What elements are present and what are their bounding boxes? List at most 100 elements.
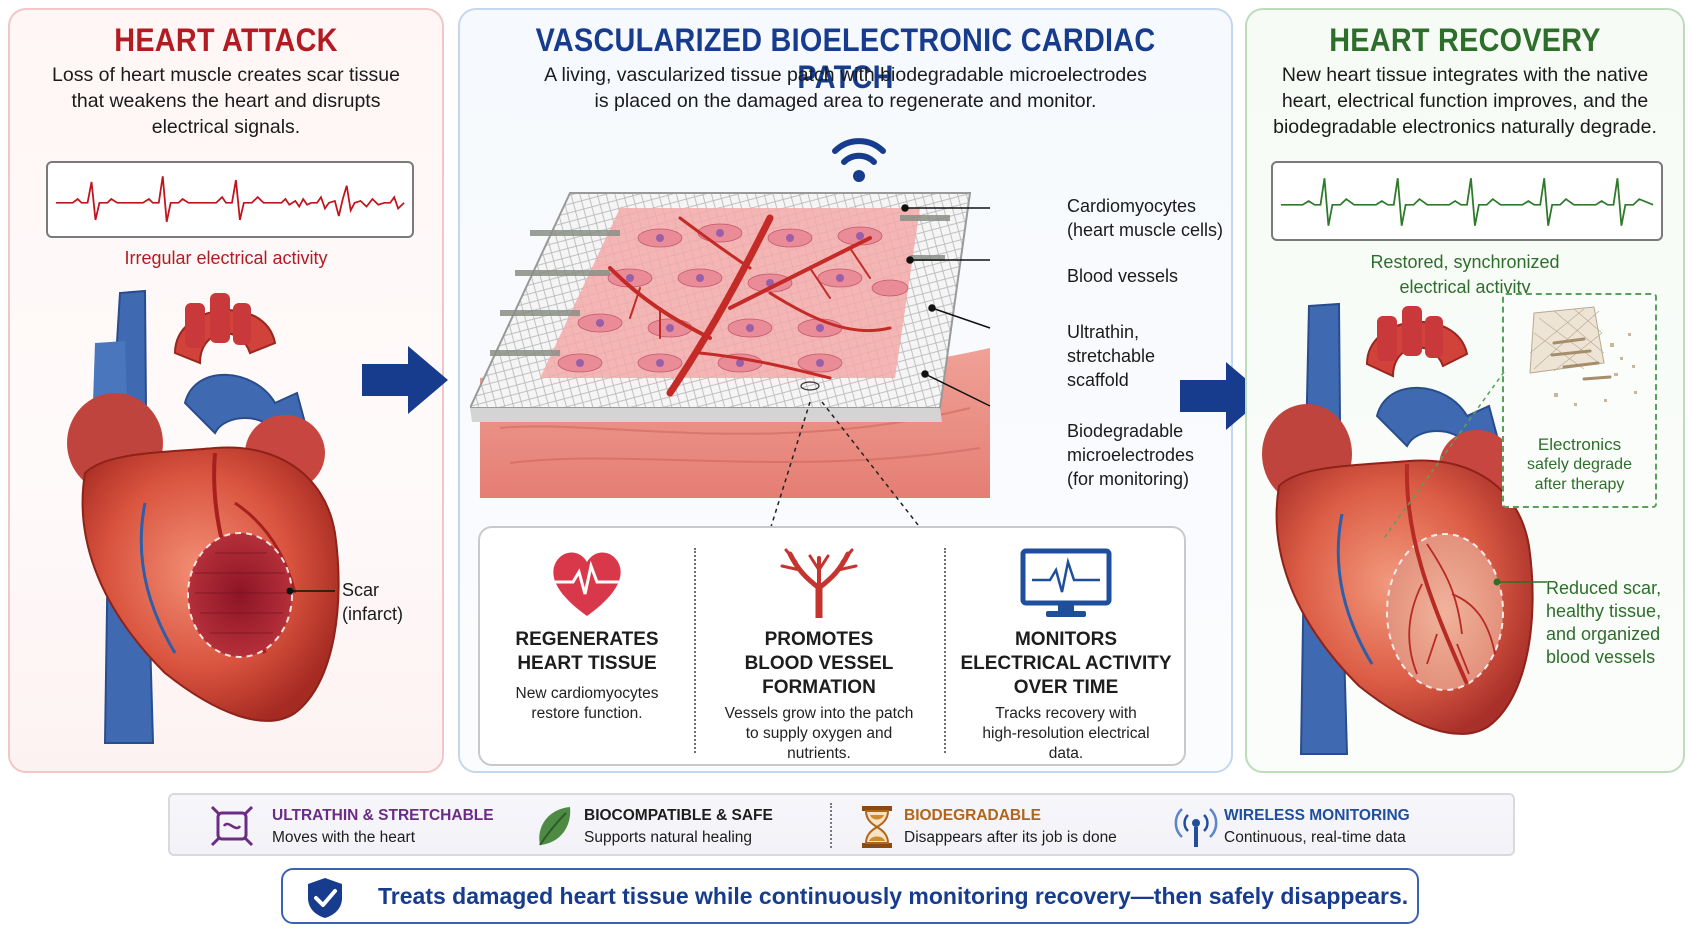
title-line: REGENERATES xyxy=(515,629,659,650)
irregular-ecg-trace xyxy=(46,161,414,238)
text-line: nutrients. xyxy=(787,745,851,762)
property-title: BIOCOMPATIBLE & SAFE xyxy=(584,807,773,824)
label-line: after therapy xyxy=(1534,476,1625,493)
feature-text: Tracks recovery with high-resolution ele… xyxy=(944,704,1188,764)
properties-strip: ULTRATHIN & STRETCHABLE Moves with the h… xyxy=(168,793,1515,856)
hourglass-icon xyxy=(862,806,892,848)
scar-region xyxy=(187,532,293,658)
degrading-electronics-icon xyxy=(1529,306,1637,406)
heart-ecg-icon xyxy=(553,552,621,616)
label-line: Cardiomyocytes xyxy=(1067,196,1197,216)
text-line: data. xyxy=(1048,745,1084,762)
property-stretchable: ULTRATHIN & STRETCHABLE Moves with the h… xyxy=(170,795,512,854)
title-line: BLOOD VESSEL xyxy=(744,653,894,674)
arrow-right-icon xyxy=(1180,362,1266,430)
degrade-label: Electronics safely degrade after therapy xyxy=(1504,435,1655,495)
zoom-connector xyxy=(770,401,923,531)
text-line: Tracks recovery with xyxy=(995,705,1137,722)
label-line: Blood vessels xyxy=(1067,266,1179,286)
title-line: OVER TIME xyxy=(1013,677,1119,698)
feature-title: REGENERATES HEART TISSUE xyxy=(480,628,694,676)
leaf-icon xyxy=(539,807,571,846)
desc-line: biodegradable electronics naturally degr… xyxy=(1273,116,1657,138)
divider xyxy=(830,803,832,848)
property-subtitle: Continuous, real-time data xyxy=(1224,829,1406,846)
label-line: healthy tissue, xyxy=(1546,601,1662,621)
wireless-icon xyxy=(1174,808,1218,847)
divider xyxy=(694,548,696,753)
caption-line: Restored, synchronized xyxy=(1370,252,1560,272)
label-line: and organized xyxy=(1546,624,1661,644)
feature-monitors: MONITORS ELECTRICAL ACTIVITY OVER TIME T… xyxy=(944,528,1188,764)
feature-title: MONITORS ELECTRICAL ACTIVITY OVER TIME xyxy=(944,628,1188,700)
property-title: ULTRATHIN & STRETCHABLE xyxy=(272,807,494,824)
label-line: Ultrathin, xyxy=(1067,322,1140,342)
desc-line: Loss of heart muscle creates scar tissue xyxy=(52,64,400,86)
desc-line: heart, electrical function improves, and… xyxy=(1281,90,1649,112)
degrade-inset: Electronics safely degrade after therapy xyxy=(1502,293,1657,508)
summary-text: Treats damaged heart tissue while contin… xyxy=(378,883,1409,909)
panel-title: HEART RECOVERY xyxy=(1329,22,1601,58)
title-line: PROMOTES xyxy=(764,629,874,650)
feature-vessels: PROMOTES BLOOD VESSEL FORMATION Vessels … xyxy=(694,528,944,764)
label-line: Reduced scar, xyxy=(1546,578,1662,598)
recovery-label: Reduced scar, healthy tissue, and organi… xyxy=(1546,577,1661,669)
property-title: WIRELESS MONITORING xyxy=(1224,807,1410,824)
title-line: HEART TISSUE xyxy=(517,653,657,674)
shield-check-icon xyxy=(308,878,342,918)
label-line: (heart muscle cells) xyxy=(1067,220,1224,240)
title-line: FORMATION xyxy=(762,677,876,698)
desc-line: is placed on the damaged area to regener… xyxy=(594,90,1097,112)
property-subtitle: Supports natural healing xyxy=(584,829,753,846)
damaged-heart-illustration xyxy=(67,289,340,744)
label-line: (for monitoring) xyxy=(1067,469,1190,489)
callout-blood-vessels: Blood vessels xyxy=(1067,264,1178,288)
feature-title: PROMOTES BLOOD VESSEL FORMATION xyxy=(694,628,944,700)
property-biodegradable: BIODEGRADABLE Disappears after its job i… xyxy=(832,795,1152,854)
property-biocompatible: BIOCOMPATIBLE & SAFE Supports natural he… xyxy=(512,795,832,854)
healed-heart-illustration xyxy=(1262,302,1547,755)
label-line: Biodegradable xyxy=(1067,421,1184,441)
desc-line: New heart tissue integrates with the nat… xyxy=(1281,64,1649,86)
label-line: stretchable xyxy=(1067,346,1156,366)
text-line: restore function. xyxy=(531,705,643,722)
panel-description: New heart tissue integrates with the nat… xyxy=(1247,62,1683,140)
text-line: Vessels grow into the patch xyxy=(724,705,914,722)
title-line: MONITORS xyxy=(1014,629,1118,650)
wireless-signal-icon xyxy=(832,138,886,182)
feature-text: Vessels grow into the patch to supply ox… xyxy=(694,704,944,764)
feature-box: REGENERATES HEART TISSUE New cardiomyocy… xyxy=(478,526,1186,766)
ecg-caption: Irregular electrical activity xyxy=(124,248,328,268)
label-line: Scar xyxy=(342,580,380,600)
label-line: safely degrade xyxy=(1527,456,1632,473)
caption-line: electrical activity xyxy=(1399,277,1531,297)
desc-line: A living, vascularized tissue patch with… xyxy=(544,64,1147,86)
inset-connector xyxy=(1383,371,1505,539)
label-line: (infarct) xyxy=(342,604,404,624)
panel-title: HEART ATTACK xyxy=(114,22,338,58)
callout-microelectrodes: Biodegradable microelectrodes (for monit… xyxy=(1067,419,1194,491)
label-line: Electronics xyxy=(1537,435,1622,454)
panel-title: VASCULARIZED BIOELECTRONIC CARDIAC PATCH xyxy=(535,22,1156,95)
property-subtitle: Disappears after its job is done xyxy=(904,829,1117,846)
callout-scaffold: Ultrathin, stretchable scaffold xyxy=(1067,320,1155,392)
label-line: blood vessels xyxy=(1546,647,1656,667)
callout-cardiomyocytes: Cardiomyocytes (heart muscle cells) xyxy=(1067,194,1223,242)
ecg-caption: Restored, synchronized electrical activi… xyxy=(1247,250,1683,300)
stretch-icon xyxy=(210,805,254,847)
heart-recovery-panel: HEART RECOVERY New heart tissue integrat… xyxy=(1245,8,1685,773)
label-line: scaffold xyxy=(1067,370,1129,390)
desc-line: electrical signals. xyxy=(151,116,301,138)
healed-region xyxy=(1386,533,1504,691)
label-line: microelectrodes xyxy=(1067,445,1195,465)
scar-label: Scar (infarct) xyxy=(342,578,403,626)
title-line: ELECTRICAL ACTIVITY xyxy=(960,653,1172,674)
divider xyxy=(944,548,946,753)
summary-banner: Treats damaged heart tissue while contin… xyxy=(281,868,1419,924)
property-wireless: WIRELESS MONITORING Continuous, real-tim… xyxy=(1152,795,1512,854)
synchronized-ecg-trace xyxy=(1271,161,1663,241)
blood-vessel-icon xyxy=(780,548,858,618)
panel-description: A living, vascularized tissue patch with… xyxy=(460,62,1231,114)
feature-text: New cardiomyocytes restore function. xyxy=(480,684,694,724)
feature-regenerates: REGENERATES HEART TISSUE New cardiomyocy… xyxy=(480,528,694,764)
